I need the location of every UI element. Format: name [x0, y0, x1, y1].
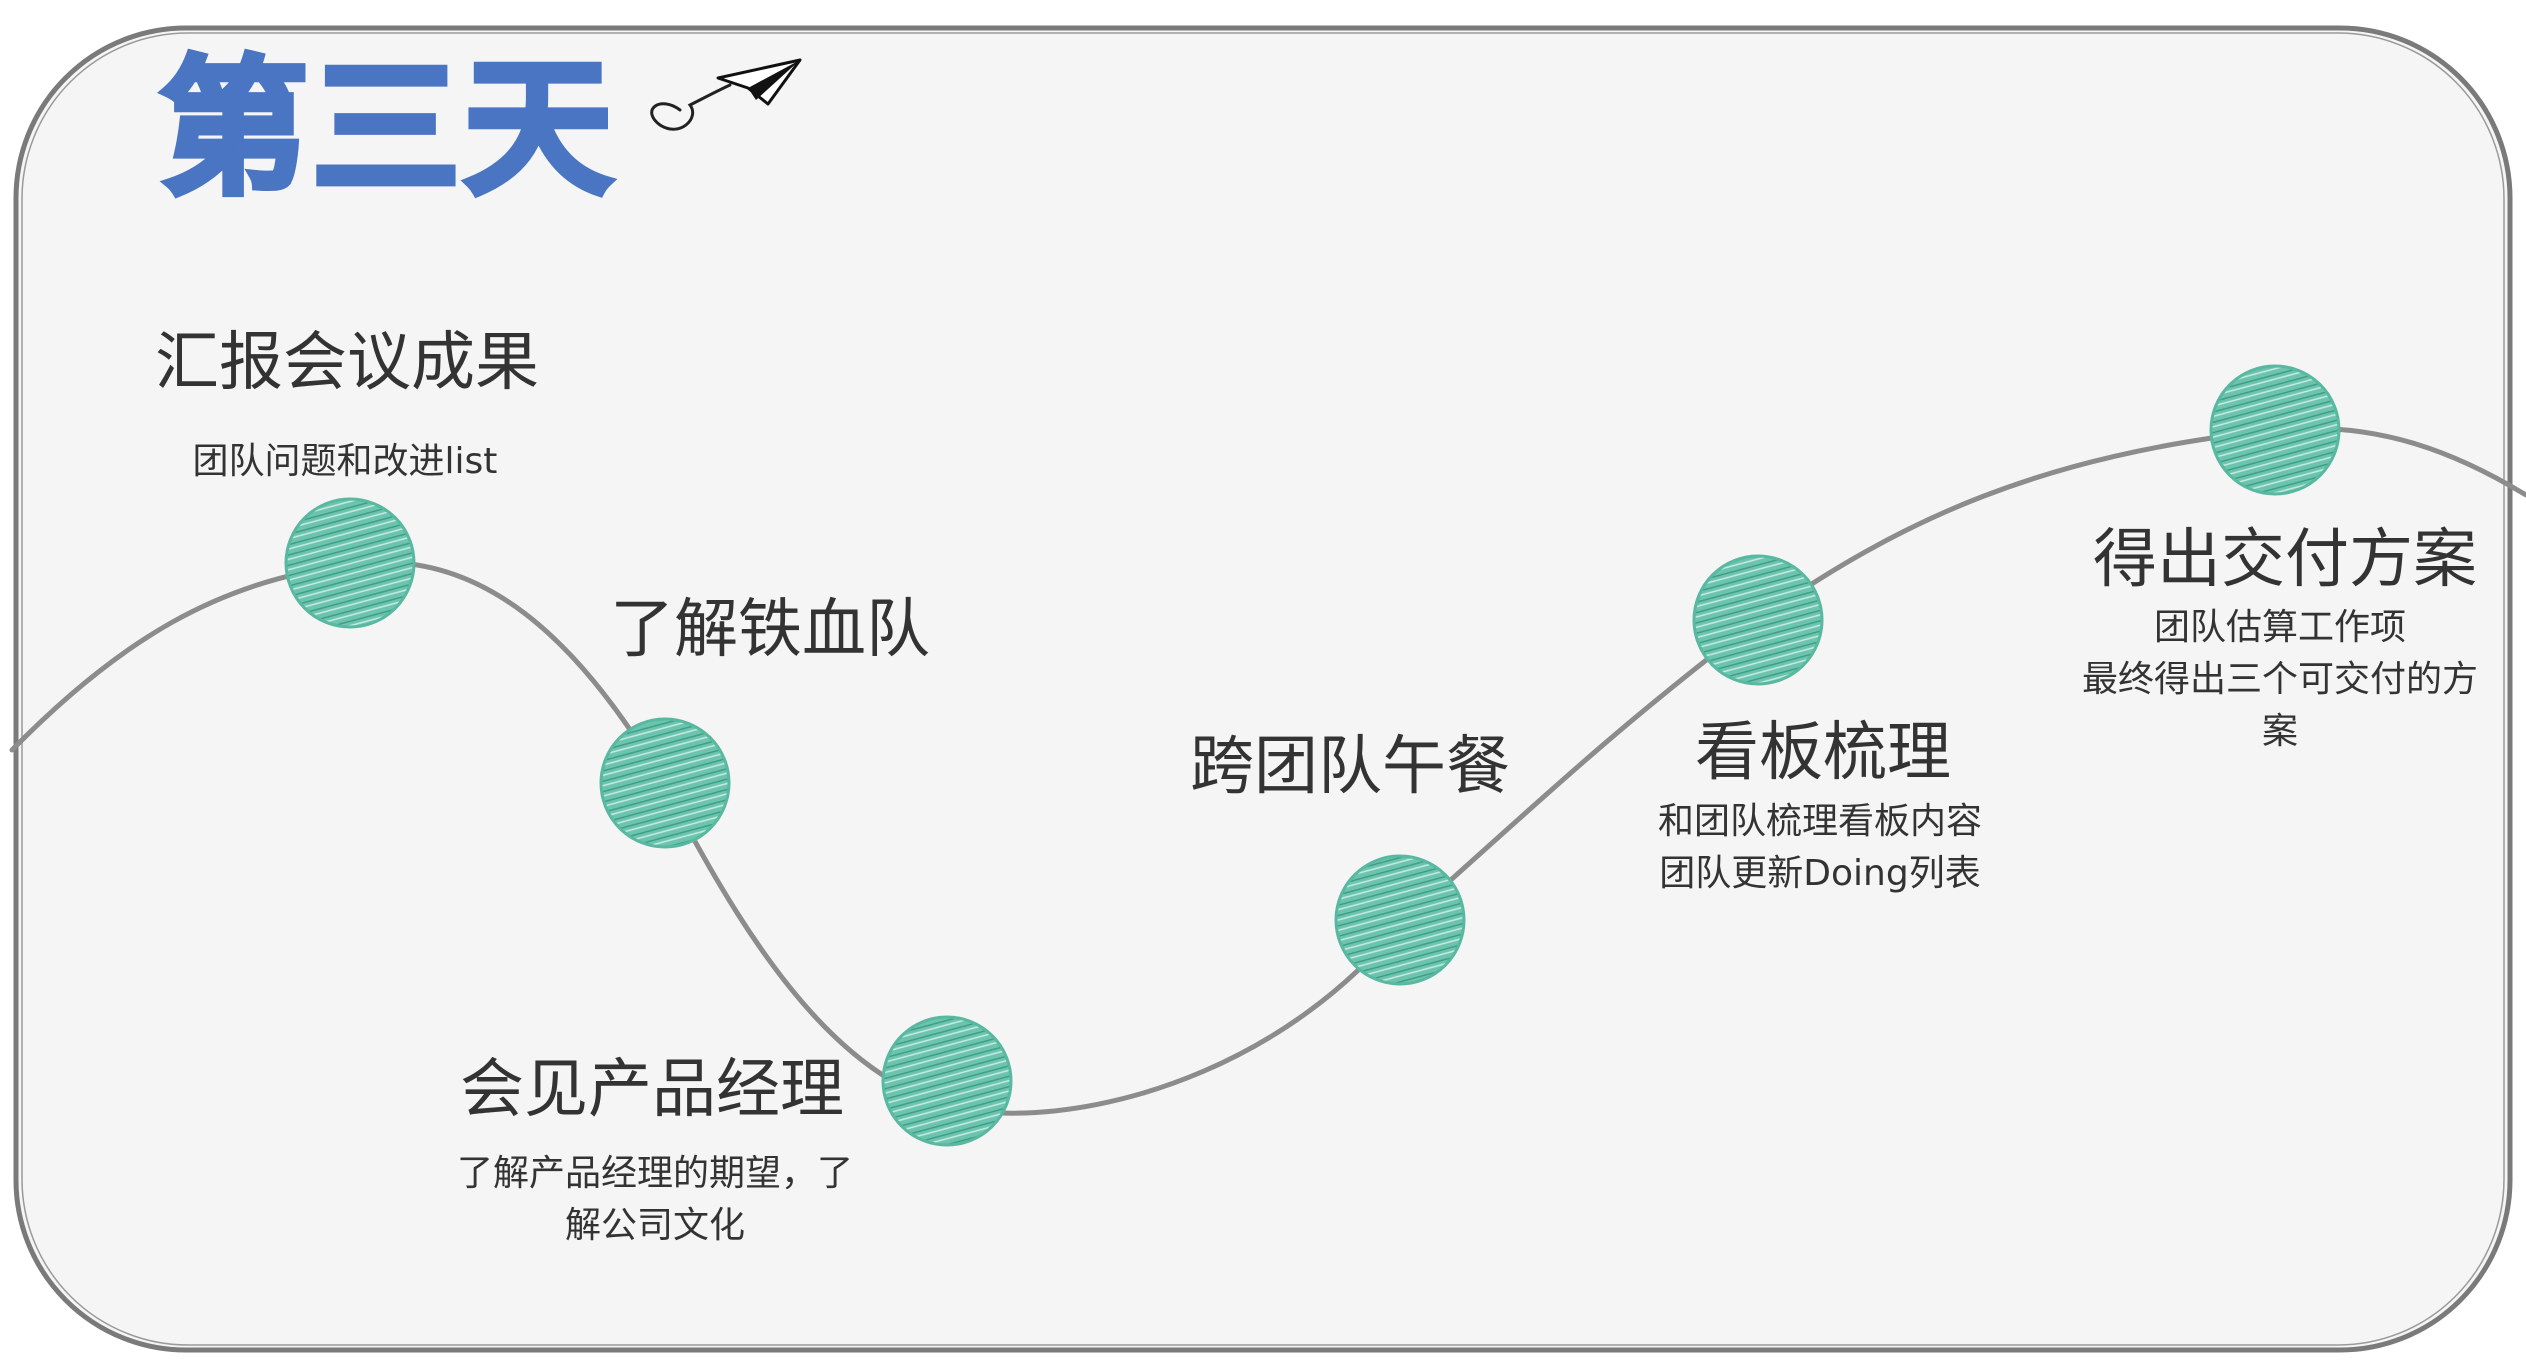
node-6	[2209, 364, 2341, 496]
step-title-2: 了解铁血队	[610, 593, 930, 667]
node-5	[1692, 554, 1824, 686]
step-desc-3: 了解产品经理的期望，了 解公司文化	[430, 1148, 880, 1252]
step-title-1: 汇报会议成果	[155, 326, 539, 400]
step-desc-5-line-1: 和团队梳理看板内容	[1657, 801, 1982, 842]
step-desc-3-line-1: 了解产品经理的期望，了	[456, 1153, 853, 1194]
step-desc-6-line-2: 最终得出三个可交付的方	[2081, 659, 2478, 700]
step-desc-6-line-1: 团队估算工作项	[2153, 607, 2406, 648]
step-desc-3-line-2: 解公司文化	[564, 1205, 745, 1246]
rounded-frame	[13, 25, 2513, 1353]
step-title-3: 会见产品经理	[460, 1053, 844, 1127]
step-title-4: 跨团队午餐	[1190, 730, 1510, 804]
step-desc-5-line-2: 团队更新Doing列表	[1659, 853, 1981, 894]
step-desc-5: 和团队梳理看板内容 团队更新Doing列表	[1630, 796, 2010, 900]
node-4	[1334, 854, 1466, 986]
step-desc-1: 团队问题和改进list	[150, 436, 540, 488]
node-1	[284, 497, 416, 629]
step-desc-6: 团队估算工作项 最终得出三个可交付的方 案	[2060, 602, 2500, 758]
node-2	[599, 717, 731, 849]
paper-plane-icon	[650, 58, 802, 131]
rounded-frame-inner-stroke	[21, 32, 2505, 1346]
node-3	[881, 1015, 1013, 1147]
page-title: 第三天	[157, 43, 616, 215]
step-desc-1-line-1: 团队问题和改进list	[192, 441, 498, 482]
step-title-5: 看板梳理	[1695, 716, 1951, 790]
step-title-6: 得出交付方案	[2093, 523, 2477, 597]
step-desc-6-line-3: 案	[2261, 711, 2298, 752]
